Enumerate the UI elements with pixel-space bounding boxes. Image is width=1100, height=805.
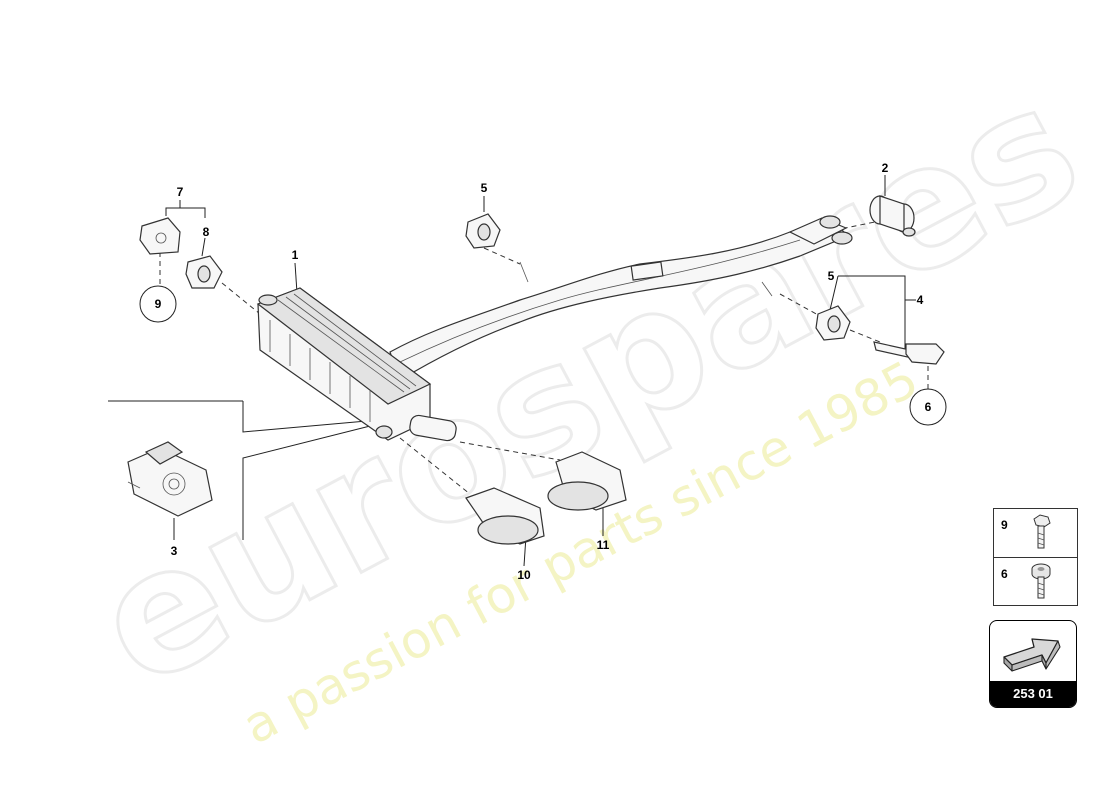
callout-10: 10 — [517, 568, 531, 582]
socket-bolt-icon — [1031, 563, 1051, 599]
exhaust-tip-10 — [465, 487, 545, 545]
clamp-2 — [869, 195, 916, 237]
callout-circle-9: 9 — [139, 285, 177, 323]
callout-7: 7 — [177, 185, 184, 199]
callout-9-circled: 9 — [155, 297, 162, 311]
callout-3: 3 — [171, 544, 178, 558]
rubber-mount-5-right — [815, 305, 851, 341]
page-reference-code: 253 01 — [990, 681, 1076, 707]
rubber-mount-8 — [185, 255, 223, 289]
legend-number-9: 9 — [1001, 518, 1008, 532]
exhaust-pipe — [389, 215, 853, 381]
callout-11: 11 — [597, 538, 610, 552]
bracket-7 — [139, 217, 181, 255]
solid-leaders — [108, 175, 918, 567]
callout-circle-6: 6 — [909, 388, 947, 426]
callout-8: 8 — [203, 225, 210, 239]
rubber-mount-5-top — [465, 213, 501, 249]
actuator-3 — [127, 441, 213, 517]
exhaust-tip-11 — [547, 451, 627, 511]
legend-number-6: 6 — [1001, 567, 1008, 581]
callout-2: 2 — [882, 161, 889, 175]
watermark-brand: eurospares — [66, 47, 1100, 726]
legend-row-6: 6 — [994, 557, 1077, 606]
fastener-legend: 9 6 — [993, 508, 1078, 606]
hex-bolt-icon — [1033, 514, 1051, 549]
callout-4: 4 — [917, 293, 924, 307]
callout-5-right: 5 — [828, 269, 835, 283]
callout-5-top: 5 — [481, 181, 488, 195]
page-reference[interactable]: 253 01 — [989, 620, 1077, 708]
callout-6-circled: 6 — [925, 400, 932, 414]
hanger-4 — [873, 341, 945, 365]
legend-row-9: 9 — [994, 509, 1077, 557]
arrow-icon — [1003, 638, 1061, 672]
muffler — [256, 287, 457, 442]
dashed-leaders — [159, 221, 929, 495]
callout-1: 1 — [292, 248, 299, 262]
